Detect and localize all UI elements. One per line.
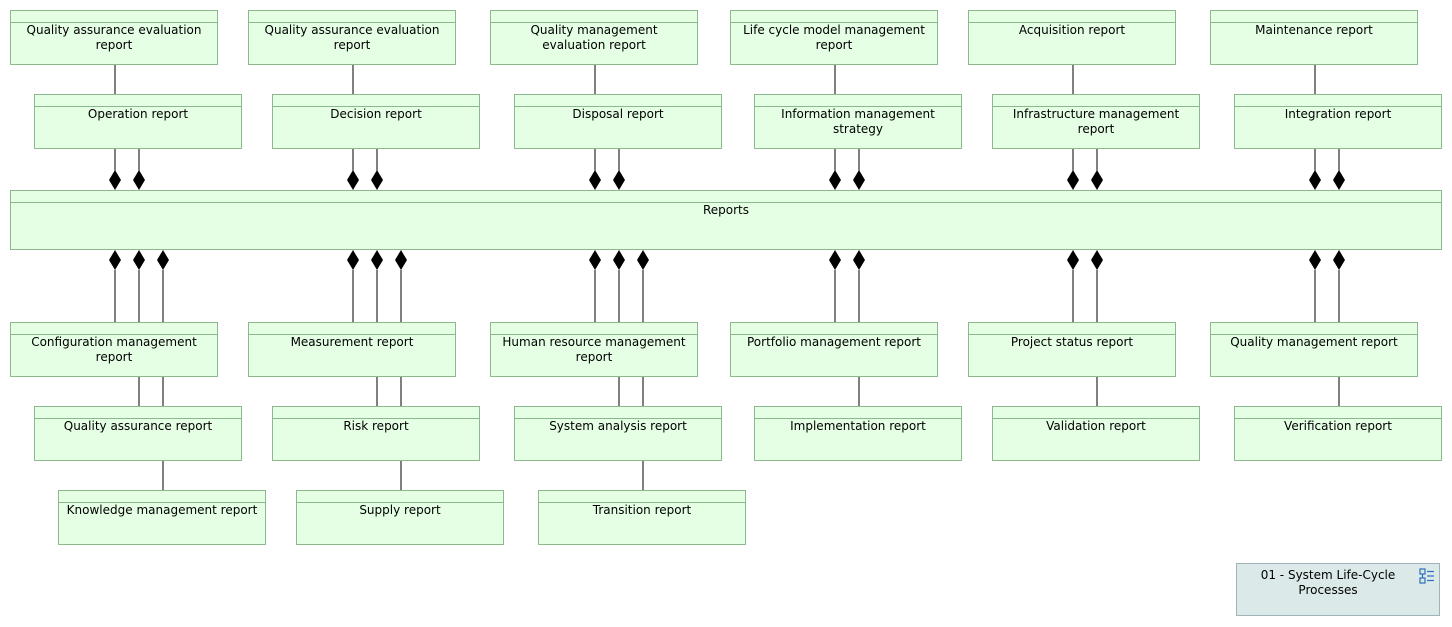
block-quality-assurance-evaluation-report-b[interactable]: Quality assurance evaluation report <box>248 10 456 65</box>
block-label: Disposal report <box>572 107 664 121</box>
block-project-status-report[interactable]: Project status report <box>968 322 1176 377</box>
composition-diamond <box>613 250 625 270</box>
block-risk-report[interactable]: Risk report <box>272 406 480 461</box>
composition-diamond <box>1333 170 1345 190</box>
block-verification-report[interactable]: Verification report <box>1234 406 1442 461</box>
composition-diamond <box>371 250 383 270</box>
block-label: Portfolio management report <box>746 335 922 349</box>
composition-diamond <box>371 170 383 190</box>
block-quality-assurance-evaluation-report-a[interactable]: Quality assurance evaluation report <box>10 10 218 65</box>
block-human-resource-management-report[interactable]: Human resource management report <box>490 322 698 377</box>
composition-diamond <box>347 170 359 190</box>
block-label: Quality management evaluation report <box>530 23 658 52</box>
block-label: Configuration management report <box>31 335 197 364</box>
block-label: Operation report <box>87 107 189 121</box>
block-label: Human resource management report <box>502 335 686 364</box>
composition-diamond <box>589 250 601 270</box>
block-label: Quality assurance evaluation report <box>26 23 202 52</box>
diagram-icon <box>1419 568 1434 584</box>
block-measurement-report[interactable]: Measurement report <box>248 322 456 377</box>
block-label: Quality assurance report <box>63 419 213 433</box>
composition-diamond <box>1067 170 1079 190</box>
block-implementation-report[interactable]: Implementation report <box>754 406 962 461</box>
block-label: Integration report <box>1284 107 1392 121</box>
composition-diamond <box>1333 250 1345 270</box>
block-label: Maintenance report <box>1255 23 1373 37</box>
block-disposal-report[interactable]: Disposal report <box>514 94 722 149</box>
composition-diamond <box>347 250 359 270</box>
block-label: Infrastructure management report <box>1012 107 1180 136</box>
composition-diamond <box>1067 250 1079 270</box>
block-label: Risk report <box>343 419 409 433</box>
block-supply-report[interactable]: Supply report <box>296 490 504 545</box>
block-quality-management-report[interactable]: Quality management report <box>1210 322 1418 377</box>
composition-diamond <box>395 250 407 270</box>
composition-diamond <box>1091 170 1103 190</box>
composition-diamond <box>133 250 145 270</box>
block-label: Measurement report <box>290 335 414 349</box>
block-validation-report[interactable]: Validation report <box>992 406 1200 461</box>
block-infrastructure-management-report[interactable]: Infrastructure management report <box>992 94 1200 149</box>
block-portfolio-management-report[interactable]: Portfolio management report <box>730 322 938 377</box>
block-label: Project status report <box>1010 335 1134 349</box>
composition-diamond <box>1091 250 1103 270</box>
block-label: Life cycle model management report <box>743 23 925 52</box>
block-label: Acquisition report <box>1018 23 1126 37</box>
block-configuration-management-report[interactable]: Configuration management report <box>10 322 218 377</box>
block-transition-report[interactable]: Transition report <box>538 490 746 545</box>
block-label: Supply report <box>359 503 441 517</box>
block-label: Quality assurance evaluation report <box>264 23 440 52</box>
composition-diamond <box>1309 170 1321 190</box>
block-label: Validation report <box>1046 419 1146 433</box>
composition-diamond <box>613 170 625 190</box>
block-label: Implementation report <box>790 419 926 433</box>
composition-diamond <box>109 250 121 270</box>
composition-diamond <box>109 170 121 190</box>
block-label: Quality management report <box>1230 335 1398 349</box>
block-knowledge-management-report[interactable]: Knowledge management report <box>58 490 266 545</box>
block-label: Decision report <box>330 107 422 121</box>
block-label: Transition report <box>592 503 692 517</box>
block-label: Information management strategy <box>781 107 935 136</box>
composition-diamond <box>1309 250 1321 270</box>
diagram-reference-label: 01 - System Life-Cycle Processes <box>1260 568 1396 597</box>
composition-diamond <box>853 170 865 190</box>
composition-diamond <box>637 250 649 270</box>
block-label: Knowledge management report <box>66 503 258 517</box>
block-quality-management-evaluation-report[interactable]: Quality management evaluation report <box>490 10 698 65</box>
block-integration-report[interactable]: Integration report <box>1234 94 1442 149</box>
composition-diamond <box>589 170 601 190</box>
composition-diamond <box>829 170 841 190</box>
block-life-cycle-model-management-report[interactable]: Life cycle model management report <box>730 10 938 65</box>
composition-diamond <box>157 250 169 270</box>
block-label: System analysis report <box>549 419 687 433</box>
block-system-analysis-report[interactable]: System analysis report <box>514 406 722 461</box>
composition-diamond <box>853 250 865 270</box>
block-quality-assurance-report[interactable]: Quality assurance report <box>34 406 242 461</box>
diagram-reference[interactable]: 01 - System Life-Cycle Processes <box>1236 563 1440 616</box>
block-information-management-strategy[interactable]: Information management strategy <box>754 94 962 149</box>
block-maintenance-report[interactable]: Maintenance report <box>1210 10 1418 65</box>
block-reports[interactable]: Reports <box>10 190 1442 250</box>
composition-diamond <box>829 250 841 270</box>
block-label: Verification report <box>1284 419 1392 433</box>
block-acquisition-report[interactable]: Acquisition report <box>968 10 1176 65</box>
block-label: Reports <box>702 203 750 217</box>
block-operation-report[interactable]: Operation report <box>34 94 242 149</box>
block-decision-report[interactable]: Decision report <box>272 94 480 149</box>
composition-diamond <box>133 170 145 190</box>
